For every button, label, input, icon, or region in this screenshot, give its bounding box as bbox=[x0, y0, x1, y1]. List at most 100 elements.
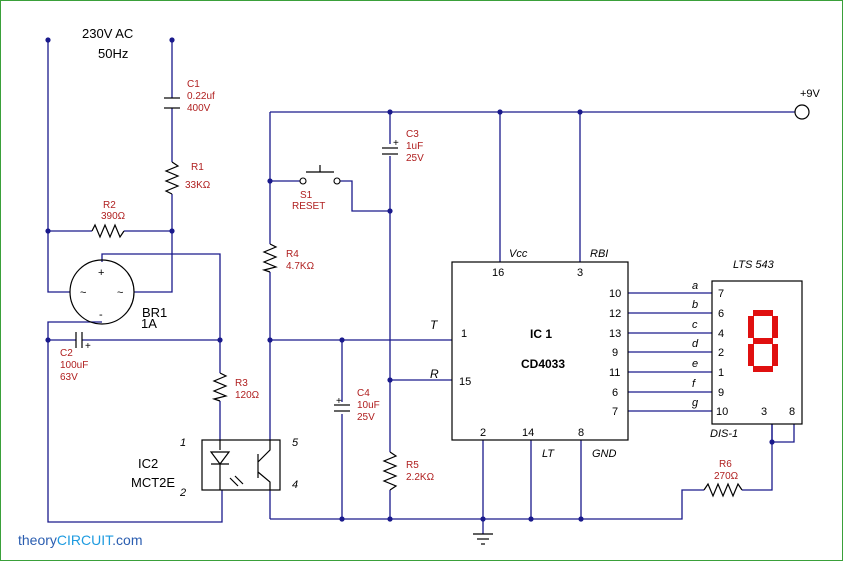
segment-letter: e bbox=[692, 358, 698, 370]
display-name: DIS-1 bbox=[710, 428, 738, 440]
junction-dots bbox=[45, 37, 775, 522]
brand-watermark: theoryCIRCUIT.com bbox=[18, 532, 143, 548]
resistor-r1 bbox=[164, 161, 180, 195]
junction-dot bbox=[387, 516, 393, 522]
junction-dot bbox=[339, 516, 345, 522]
c3-plus-sign: + bbox=[393, 138, 399, 149]
ic2-pin4: 4 bbox=[292, 479, 298, 491]
display-pin: 9 bbox=[718, 387, 724, 399]
br1-name: BR1 bbox=[142, 305, 167, 320]
c3-name: C3 bbox=[406, 129, 419, 140]
ic1-out-pin: 6 bbox=[612, 387, 618, 399]
ac-voltage-label: 230V AC bbox=[82, 26, 133, 41]
c4-value: 10uF bbox=[357, 400, 380, 411]
junction-dot bbox=[497, 109, 503, 115]
display-pin: 1 bbox=[718, 367, 724, 379]
bridge-rectifier-br1: + ~ ~ - bbox=[69, 259, 135, 325]
ic1-pin-16: 16 bbox=[492, 267, 504, 279]
bridge-ac-sign-right: ~ bbox=[117, 287, 123, 299]
brand-suffix: .com bbox=[112, 532, 142, 548]
junction-dot bbox=[45, 228, 51, 234]
wires bbox=[47, 40, 796, 534]
junction-dot bbox=[578, 516, 584, 522]
segment-letter: f bbox=[692, 378, 696, 390]
ic2-name: IC2 bbox=[138, 456, 158, 471]
ic1-out-pin: 12 bbox=[609, 308, 621, 320]
wire-s1-right bbox=[340, 180, 390, 212]
junction-dot bbox=[769, 439, 775, 445]
reset-switch-s1[interactable] bbox=[299, 165, 341, 185]
display-pin: 10 bbox=[716, 406, 728, 418]
wire-r1-down bbox=[134, 194, 173, 293]
ic1-pin-3: 3 bbox=[577, 267, 583, 279]
segment-letters: a b c d e f g bbox=[692, 280, 699, 409]
ic1-pin-2: 2 bbox=[480, 427, 486, 439]
ic1-rbi-label: RBI bbox=[590, 248, 608, 260]
wire-bridge-plus bbox=[101, 253, 221, 373]
junction-dot bbox=[528, 516, 534, 522]
junction-dot bbox=[577, 109, 583, 115]
segment-letter: g bbox=[692, 397, 699, 409]
resistor-r3 bbox=[211, 372, 228, 402]
ic2-pin5: 5 bbox=[292, 437, 299, 449]
wire-ac-left bbox=[47, 40, 70, 293]
r3-name: R3 bbox=[235, 378, 248, 389]
wire-r6-right bbox=[742, 424, 773, 491]
supply-label: +9V bbox=[800, 88, 821, 100]
display-pins: 7 6 4 2 1 9 10 3 8 bbox=[716, 288, 795, 418]
ic1-name: IC 1 bbox=[530, 327, 552, 341]
r4-value: 4.7KΩ bbox=[286, 261, 315, 272]
s1-name: S1 bbox=[300, 190, 313, 201]
capacitor-c1 bbox=[164, 97, 180, 109]
junction-dot bbox=[45, 337, 51, 343]
segment-letter: a bbox=[692, 280, 698, 292]
c1-voltage: 400V bbox=[187, 103, 211, 114]
c2-voltage: 63V bbox=[60, 372, 78, 383]
ic1-t-label: T bbox=[430, 318, 439, 332]
junction-dot bbox=[387, 377, 393, 383]
c3-voltage: 25V bbox=[406, 153, 424, 164]
brand-middle: CIRCUIT bbox=[57, 532, 114, 548]
resistor-r5 bbox=[382, 451, 398, 491]
ac-frequency-label: 50Hz bbox=[98, 46, 128, 61]
junction-dot bbox=[480, 516, 486, 522]
r1-value: 33KΩ bbox=[185, 180, 211, 191]
bridge-minus-sign: - bbox=[99, 309, 103, 321]
display-pin-3: 3 bbox=[761, 406, 767, 418]
wire-bridge-minus bbox=[47, 321, 102, 341]
ic1-lt-label: LT bbox=[542, 448, 555, 460]
c3-value: 1uF bbox=[406, 141, 423, 152]
junction-dot bbox=[387, 208, 393, 214]
resistor-r2 bbox=[91, 223, 125, 239]
segment-wires bbox=[628, 292, 712, 412]
r5-name: R5 bbox=[406, 460, 419, 471]
c2-name: C2 bbox=[60, 348, 73, 359]
supply-terminal-icon bbox=[794, 104, 810, 120]
digit-eight-icon bbox=[748, 310, 778, 372]
junction-dot bbox=[267, 178, 273, 184]
display-pin: 2 bbox=[718, 347, 724, 359]
ic1-pin-1: 1 bbox=[461, 328, 467, 340]
junction-dot bbox=[217, 337, 223, 343]
ic1-output-pins: 10 12 13 9 11 6 7 bbox=[609, 288, 621, 418]
ic1-pin-8: 8 bbox=[578, 427, 584, 439]
c4-voltage: 25V bbox=[357, 412, 375, 423]
phototransistor-icon bbox=[257, 440, 271, 490]
ic1-vcc-label: Vcc bbox=[509, 248, 528, 260]
s1-label: RESET bbox=[292, 201, 325, 212]
ic1-out-pin: 9 bbox=[612, 347, 618, 359]
ic1-out-pin: 13 bbox=[609, 328, 621, 340]
ic1-pin-14: 14 bbox=[522, 427, 534, 439]
ic1-chip bbox=[451, 261, 629, 441]
ac-terminal-right bbox=[169, 37, 175, 43]
r3-value: 120Ω bbox=[235, 390, 260, 401]
seven-segment-display bbox=[711, 280, 803, 425]
capacitor-c4: + bbox=[334, 396, 350, 412]
resistor-r6 bbox=[703, 482, 743, 498]
display-pin: 7 bbox=[718, 288, 724, 300]
r2-value: 390Ω bbox=[101, 211, 126, 222]
ic2-pin1: 1 bbox=[180, 437, 186, 449]
ic2-pin2: 2 bbox=[179, 487, 186, 499]
wire-disp-3-8 bbox=[771, 424, 795, 443]
